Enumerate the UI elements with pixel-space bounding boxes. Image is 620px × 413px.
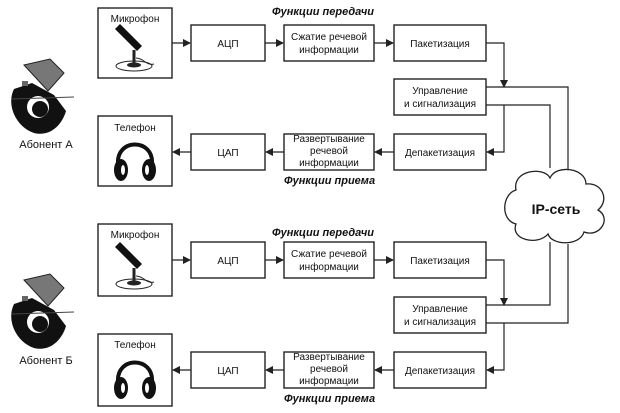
compression-label-1: Сжатие речевой (291, 249, 367, 260)
microphone-label: Микрофон (111, 13, 160, 25)
expansion-label-3: информации (299, 157, 359, 169)
packetization-box (393, 241, 487, 279)
compression-label-2: информации (299, 44, 359, 56)
phone-box (97, 333, 173, 407)
receive-functions-title: Функции приема (284, 175, 375, 187)
expansion-label-1: Развертывание (293, 352, 365, 363)
control-signaling-box (393, 78, 487, 116)
receive-functions-title: Функции приема (284, 393, 375, 405)
transmit-functions-title: Функции передачи (272, 6, 374, 18)
subscriber-name: Абонент Б (19, 355, 72, 367)
control-signaling-box (393, 296, 487, 334)
network-link-b-out (486, 242, 551, 306)
expansion-box (283, 133, 375, 171)
compression-label-1: Сжатие речевой (291, 32, 367, 43)
expansion-label-2: речевой (310, 146, 348, 157)
compression-box (283, 24, 375, 62)
dac-label: ЦАП (217, 366, 238, 377)
ip-network: IP-сеть (504, 168, 605, 244)
arrow-net-to-depacketization (486, 323, 505, 374)
dac-box (190, 351, 266, 389)
control-label-1: Управление (412, 86, 468, 97)
arrow-packetization-to-net (486, 42, 508, 88)
adc-box (190, 241, 266, 279)
network-link-b-in (486, 244, 569, 324)
expansion-label-2: речевой (310, 364, 348, 375)
phone-box (97, 115, 173, 187)
packetization-label: Пакетизация (410, 256, 470, 267)
phone-label: Телефон (114, 339, 155, 351)
control-label-2: и сигнализация (404, 99, 476, 110)
network-link-a-in (486, 104, 551, 168)
dac-label: ЦАП (217, 148, 238, 159)
expansion-label-3: информации (299, 375, 359, 387)
control-label-2: и сигнализация (404, 317, 476, 328)
adc-label: АЦП (217, 39, 238, 50)
subscriber-name: Абонент А (19, 139, 73, 151)
network-link-a-out (486, 86, 569, 172)
compression-box (283, 241, 375, 279)
person-at-desk-icon (10, 273, 75, 350)
compression-label-2: информации (299, 261, 359, 273)
depacketization-label: Депакетизация (405, 366, 475, 377)
phone-label: Телефон (114, 122, 155, 134)
microphone-label: Микрофон (111, 229, 160, 241)
transmit-functions-title: Функции передачи (272, 227, 374, 239)
network-label: IP-сеть (532, 201, 581, 217)
arrow-packetization-to-net (486, 259, 508, 306)
person-at-desk-icon (10, 58, 75, 135)
packetization-label: Пакетизация (410, 39, 470, 50)
adc-label: АЦП (217, 256, 238, 267)
adc-box (190, 24, 266, 62)
subscriber-a: Абонент А Функции передачи Микрофон АЦП … (10, 6, 569, 187)
expansion-label-1: Развертывание (293, 134, 365, 145)
arrow-net-to-depacketization (486, 105, 505, 156)
subscriber-b: Абонент Б Функции передачи Микрофон АЦП … (10, 223, 569, 407)
depacketization-label: Депакетизация (405, 148, 475, 159)
control-label-1: Управление (412, 304, 468, 315)
